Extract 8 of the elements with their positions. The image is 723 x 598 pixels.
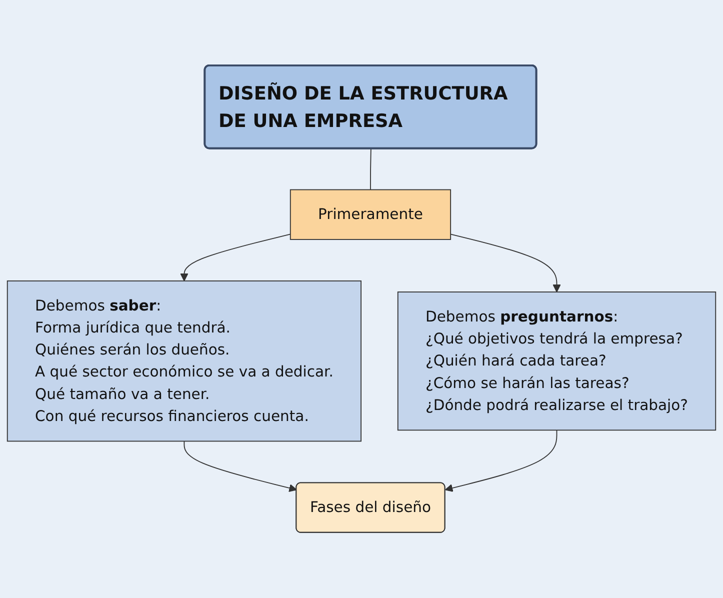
connector [370,148,372,190]
node-box: Debemos saber: Forma jurídica que tendrá. Quiénes serán los dueños. A qué sector económico se va a dedicar. Qué tamaño va a tener. Con qué recursos financieros cuenta. [6,280,362,442]
arrow [444,430,558,492]
node-box: Primeramente [290,189,452,240]
node-box: Debemos preguntarnos: ¿Qué objetivos tendrá la empresa? ¿Quién hará cada tarea? ¿Cómo se harán las tareas? ¿Dónde podrá realizarse el trabajo? [397,292,716,431]
arrow [184,440,297,492]
arrow [450,234,561,292]
arrow [180,234,291,282]
